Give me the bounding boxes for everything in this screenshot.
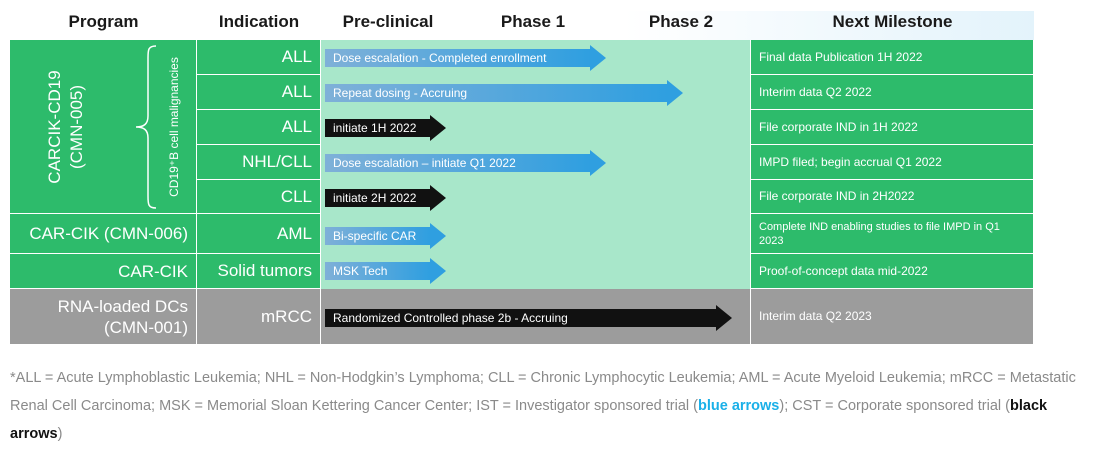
header-phase2: Phase 2 (648, 12, 714, 31)
header-phase1: Phase 1 (500, 12, 566, 31)
milestone-cell: File corporate IND in 2H2022 (751, 180, 1034, 214)
progress-arrow: MSK Tech (325, 258, 446, 284)
footnote-blue-arrows: blue arrows (697, 398, 780, 414)
indication-cell: AML (197, 214, 321, 254)
milestone-cell: Complete IND enabling studies to file IM… (751, 214, 1034, 254)
progress-arrow: Randomized Controlled phase 2b - Accruin… (325, 305, 732, 331)
indication-cell: ALL (197, 40, 321, 75)
header-background (10, 11, 1034, 40)
indication-cell: ALL (197, 75, 321, 110)
milestone-cell: Final data Publication 1H 2022 (751, 40, 1034, 75)
progress-arrow: Dose escalation - Completed enrollment (325, 45, 606, 71)
program-carcik: CAR-CIK (10, 254, 197, 289)
milestone-cell: Proof-of-concept data mid-2022 (751, 254, 1034, 289)
program-carcik-cd19: CARCIK-CD19 (CMN-005) CD19⁺B cell malign… (10, 40, 197, 214)
header-preclinical: Pre-clinical (342, 12, 434, 31)
curly-brace-icon (135, 45, 157, 209)
progress-arrow: initiate 1H 2022 (325, 115, 446, 141)
header-indication: Indication (218, 12, 300, 31)
progress-arrow: Repeat dosing - Accruing (325, 80, 683, 106)
progress-arrow: Dose escalation – initiate Q1 2022 (325, 150, 606, 176)
footnote: *ALL = Acute Lymphoblastic Leukemia; NHL… (10, 370, 1076, 442)
indication-cell: mRCC (197, 289, 321, 345)
footnote-black-arrows: black arrows (10, 398, 1048, 442)
program-rna-dcs: RNA-loaded DCs (CMN-001) (10, 289, 197, 345)
indication-cell: ALL (197, 110, 321, 145)
progress-arrow: Bi-specific CAR (325, 223, 446, 249)
header-program: Program (68, 12, 139, 31)
progress-arrow: initiate 2H 2022 (325, 185, 446, 211)
header-next-milestone: Next Milestone (832, 12, 953, 31)
milestone-cell: File corporate IND in 1H 2022 (751, 110, 1034, 145)
milestone-cell: IMPD filed; begin accrual Q1 2022 (751, 145, 1034, 180)
milestone-cell: Interim data Q2 2022 (751, 75, 1034, 110)
subgroup-label: CD19⁺B cell malignancies (167, 57, 181, 197)
indication-cell: Solid tumors (197, 254, 321, 289)
program-carcik-006: CAR-CIK (CMN-006) (10, 214, 197, 254)
milestone-cell: Interim data Q2 2023 (751, 289, 1034, 345)
program-carcik-cd19-label: CARCIK-CD19 (CMN-005) (45, 70, 86, 184)
indication-cell: NHL/CLL (197, 145, 321, 180)
indication-cell: CLL (197, 180, 321, 214)
